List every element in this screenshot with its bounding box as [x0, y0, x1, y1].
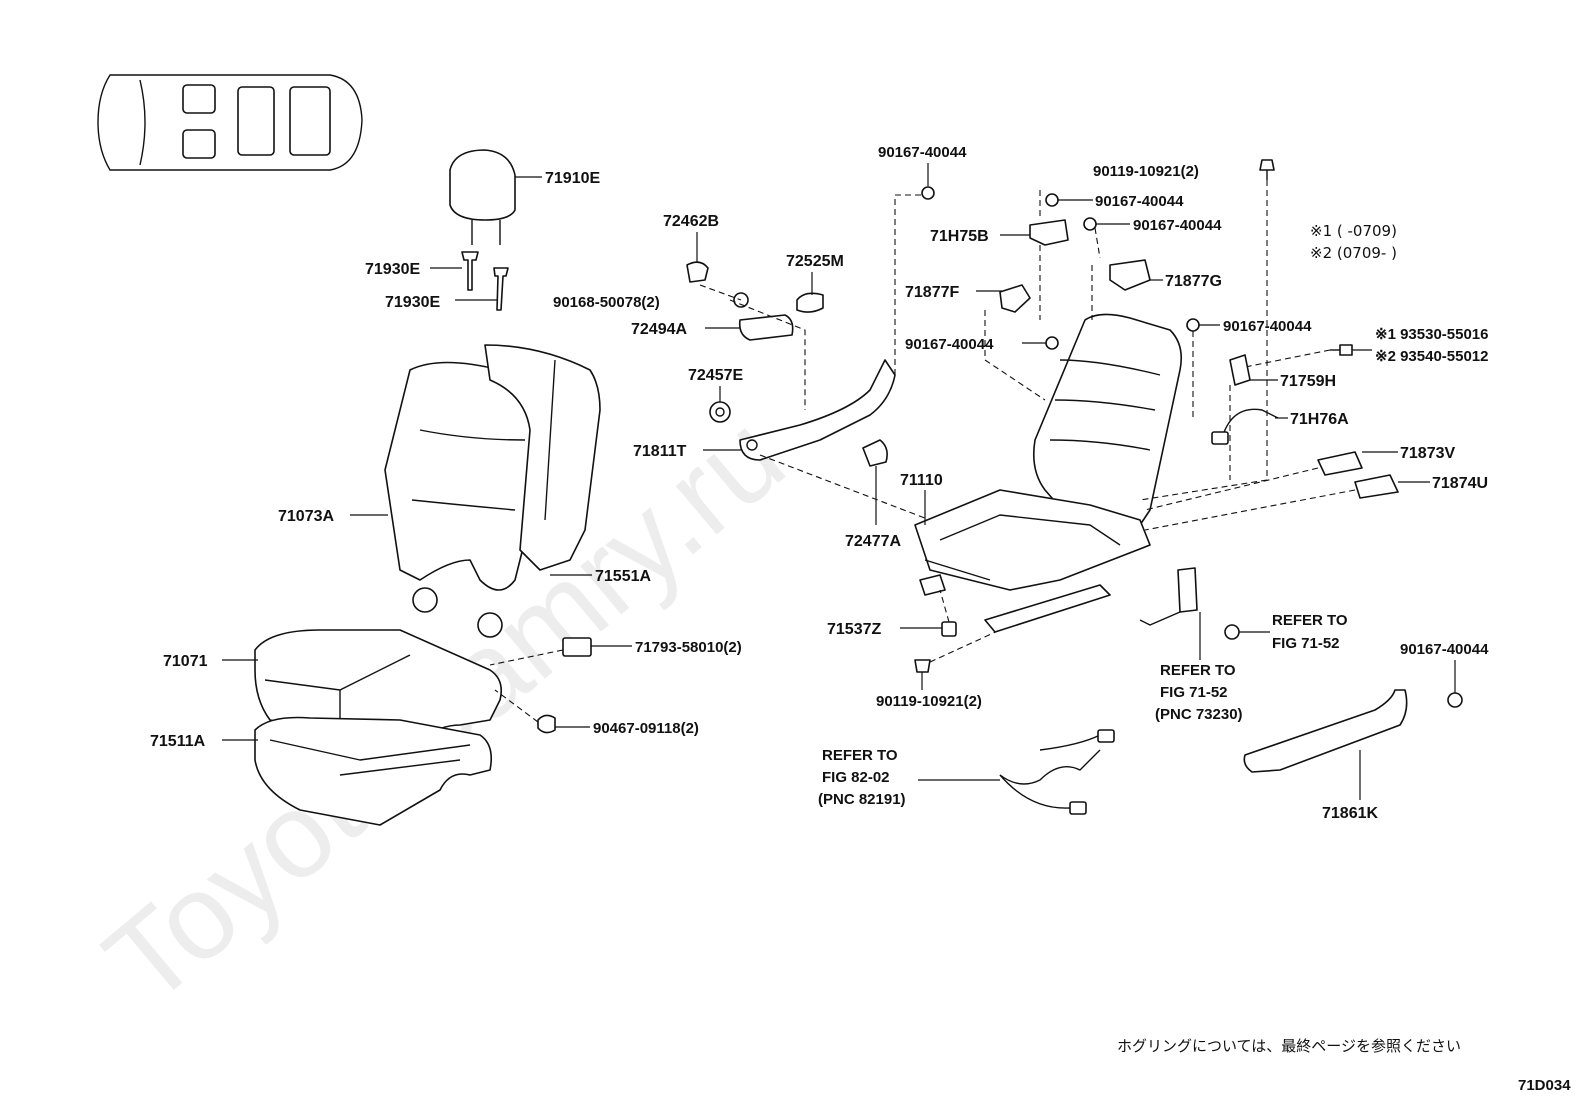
label-71073A: 71073A	[278, 508, 334, 525]
seat-frame-71110	[914, 313, 1183, 633]
refer3-line3: (PNC 82191)	[818, 791, 906, 808]
refer2-line1: REFER TO	[1160, 662, 1236, 679]
label-71551A: 71551A	[595, 568, 651, 585]
label-90167-e: 90167-40044	[1223, 318, 1312, 335]
label-93540: ※2 93540-55012	[1375, 348, 1489, 365]
label-71H76A: 71H76A	[1290, 411, 1349, 428]
cover-71877G	[1109, 259, 1151, 291]
nut-90167-f	[1447, 692, 1463, 708]
legend-note-2: ※2 (0709- )	[1310, 244, 1397, 262]
clip-71793	[562, 637, 592, 657]
nut-90167-c	[1083, 217, 1097, 231]
bolt-90119-bottom	[914, 659, 931, 673]
label-71071: 71071	[163, 653, 208, 670]
label-71811T: 71811T	[633, 443, 687, 460]
label-72457E: 72457E	[688, 367, 743, 384]
label-90467: 90467-09118(2)	[593, 720, 699, 737]
seat-belt-buckle	[1139, 567, 1198, 626]
label-72462B: 72462B	[663, 213, 719, 230]
nut-90167-top	[921, 186, 935, 200]
label-71H75B: 71H75B	[930, 228, 989, 245]
label-72494A: 72494A	[631, 321, 687, 338]
headrest-guide-71930E-a	[461, 251, 479, 291]
label-71759H: 71759H	[1280, 373, 1336, 390]
seat-cushion-pad-71511A	[254, 716, 493, 826]
label-90167-b: 90167-40044	[1095, 193, 1184, 210]
cover-71877F	[999, 284, 1031, 313]
lever-pad-72525M	[796, 292, 824, 313]
label-71511A: 71511A	[150, 733, 206, 750]
cover-72477A	[862, 439, 888, 467]
label-72525M: 72525M	[786, 253, 844, 270]
label-72477A: 72477A	[845, 533, 901, 550]
wire-71H76A	[1211, 408, 1279, 445]
label-90119-bottom: 90119-10921(2)	[876, 693, 982, 710]
screw-93530	[1330, 344, 1353, 356]
label-90167-top: 90167-40044	[878, 144, 967, 161]
recliner-lever-72494A	[738, 314, 794, 341]
label-90119-top: 90119-10921(2)	[1093, 163, 1199, 180]
refer3-line2: FIG 82-02	[822, 769, 890, 786]
label-90167-c: 90167-40044	[1133, 217, 1222, 234]
label-71877G: 71877G	[1165, 273, 1222, 290]
nut-90167-b	[1045, 193, 1059, 207]
refer3-line1: REFER TO	[822, 747, 898, 764]
legend-note-1: ※1 ( -0709)	[1310, 222, 1397, 240]
label-71537Z: 71537Z	[827, 621, 881, 638]
vehicle-locator-icon	[97, 74, 363, 171]
nut-90167-d	[1045, 336, 1059, 350]
cover-71873V	[1317, 451, 1363, 476]
side-shield-71811T	[739, 359, 896, 461]
side-cover-71861K	[1243, 689, 1408, 773]
bushing-72457E	[709, 401, 731, 423]
label-90167-d: 90167-40044	[905, 336, 994, 353]
lever-cap-72462B	[686, 261, 709, 283]
label-71877F: 71877F	[905, 284, 959, 301]
bracket-71H75B	[1029, 219, 1069, 246]
refer2-line3: (PNC 73230)	[1155, 706, 1243, 723]
seat-cushion-cover-71071	[254, 629, 503, 741]
label-90167-f: 90167-40044	[1400, 641, 1489, 658]
wire-harness	[999, 729, 1115, 815]
clip-90467	[537, 714, 556, 734]
headrest-71910E	[449, 149, 516, 245]
bolt-90119-top	[1259, 159, 1275, 180]
japanese-note: ホグリングについては、最終ページを参照ください	[1117, 1037, 1461, 1055]
label-71110: 71110	[900, 472, 943, 489]
label-71874U: 71874U	[1432, 475, 1488, 492]
nut-90167-e	[1186, 318, 1200, 332]
label-71930E-a: 71930E	[365, 261, 420, 278]
label-71930E-b: 71930E	[385, 294, 440, 311]
bracket-71759H	[1229, 354, 1251, 386]
refer1-line2: FIG 71-52	[1272, 635, 1340, 652]
label-71873V: 71873V	[1400, 445, 1455, 462]
nut-refer-1	[1224, 624, 1240, 640]
figure-code: 71D034	[1518, 1077, 1571, 1094]
refer2-line2: FIG 71-52	[1160, 684, 1228, 701]
headrest-guide-71930E-b	[493, 267, 509, 311]
refer1-line1: REFER TO	[1272, 612, 1348, 629]
cover-71874U	[1354, 474, 1399, 499]
cap-71537Z	[941, 621, 957, 637]
label-93530: ※1 93530-55016	[1375, 326, 1489, 343]
label-71861K: 71861K	[1322, 805, 1378, 822]
label-71793: 71793-58010(2)	[635, 639, 742, 656]
label-71910E: 71910E	[545, 170, 600, 187]
label-90168: 90168-50078(2)	[553, 294, 660, 311]
seatback-pad-71551A	[484, 344, 601, 571]
